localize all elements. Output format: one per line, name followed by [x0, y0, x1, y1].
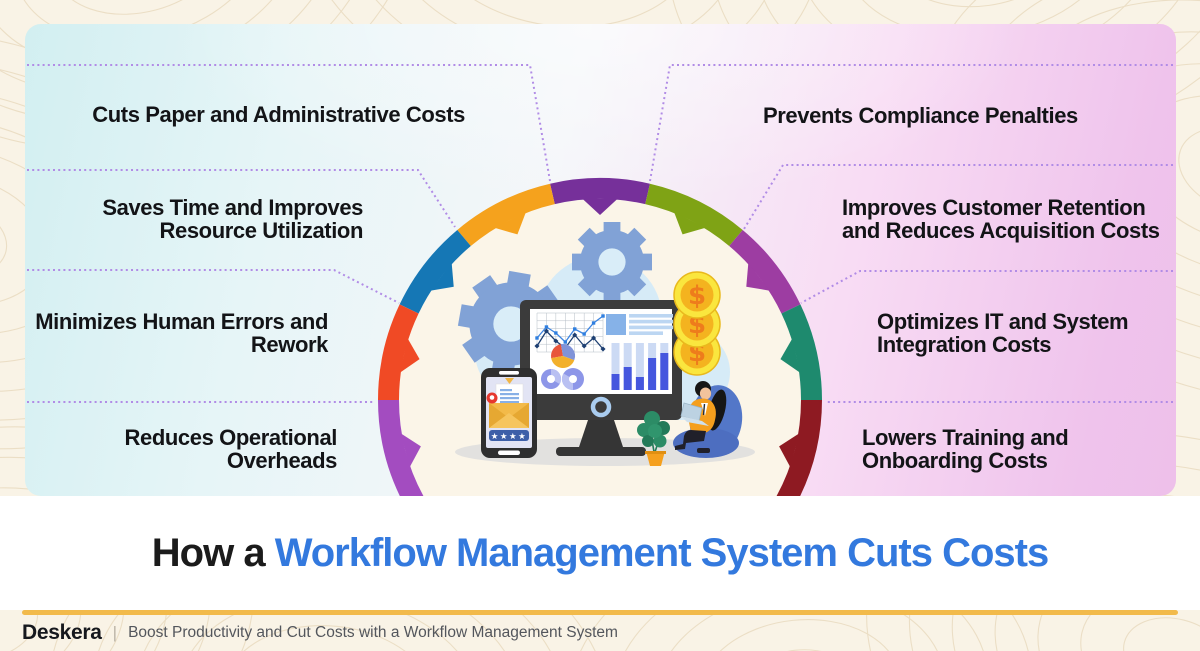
- monitor-logo-ring: [590, 396, 612, 418]
- deskera-logo: Deskera: [22, 621, 102, 644]
- ring-segment-blue: [399, 229, 471, 314]
- label-line: Rework: [250, 332, 328, 357]
- ring-segment-magenta: [729, 229, 801, 314]
- dotted-connector-4: [649, 64, 1173, 182]
- main-panel: $$$ ★★★★: [25, 24, 1176, 496]
- label-line: Lowers Training and: [862, 425, 1069, 450]
- coins-illustration: $$$: [673, 271, 721, 376]
- dotted-connector-0: [27, 64, 551, 182]
- ring-segment-dark-red: [776, 400, 822, 496]
- ring: [378, 178, 822, 496]
- ring-chevron-top-purple: [582, 198, 618, 215]
- ring-chevron-magenta: [746, 262, 770, 291]
- star-rating-icons: ★★★★: [491, 431, 527, 441]
- label-line: Integration Costs: [877, 332, 1052, 357]
- dollar-icon: $: [688, 281, 706, 311]
- label-line: Prevents Compliance Penalties: [763, 103, 1078, 128]
- dotted-connector-5: [743, 164, 1173, 230]
- ring-chevron-blue: [430, 262, 454, 291]
- label-line: Improves Customer Retention: [842, 195, 1146, 220]
- ring-chevron-olive-green: [674, 212, 706, 235]
- footer: Deskera | Boost Productivity and Cut Cos…: [22, 619, 1182, 647]
- ring-segment-olive-green: [645, 183, 743, 247]
- benefit-optimizes-it: Optimizes IT and System Integration Cost…: [877, 309, 1129, 357]
- dashboard-charts: [534, 312, 673, 391]
- ring-segment-teal-green: [781, 304, 822, 400]
- label-line: Optimizes IT and System: [877, 309, 1129, 334]
- footer-separator: |: [112, 623, 118, 642]
- ring-chevron-teal-green: [780, 338, 801, 373]
- benefit-saves-time: Saves Time and Improves Resource Utiliza…: [102, 196, 363, 242]
- ring-segment-light-purple: [378, 400, 424, 496]
- label-line: Reduces Operational: [124, 425, 338, 450]
- ring-chevron-dark-red: [779, 433, 800, 468]
- benefit-customer-retention: Improves Customer Retention and Reduces …: [842, 196, 1160, 242]
- diagram-scene: $$$ ★★★★: [27, 64, 1173, 496]
- benefit-cuts-paper: Cuts Paper and Administrative Costs: [92, 103, 465, 126]
- label-line: Resource Utilization: [159, 218, 364, 243]
- ring-segment-orange: [457, 183, 555, 247]
- ring-chevron-orange-red: [399, 338, 420, 373]
- dotted-connector-1: [27, 169, 456, 228]
- benefit-minimizes-errors: Minimizes Human Errors and Rework: [35, 310, 328, 356]
- label-line: and Reduces Acquisition Costs: [842, 218, 1160, 243]
- phone-illustration: ★★★★: [481, 368, 537, 458]
- title-highlight: Workflow Management System Cuts Costs: [274, 530, 1050, 575]
- page-title: How a Workflow Management System Cuts Co…: [151, 530, 1050, 576]
- ring-segment-orange-red: [378, 304, 419, 400]
- dotted-connector-2: [27, 269, 400, 304]
- footer-tagline: Boost Productivity and Cut Costs with a …: [128, 624, 618, 641]
- title-prefix: How a: [151, 530, 275, 575]
- ring-chevron-light-purple: [400, 433, 421, 468]
- label-line: Onboarding Costs: [862, 448, 1048, 473]
- benefit-prevents-penalties: Prevents Compliance Penalties: [763, 104, 1078, 127]
- workflow-illustration: $$$ ★★★★: [455, 222, 755, 466]
- yellow-divider: [22, 610, 1178, 615]
- label-line: Minimizes Human Errors and: [35, 309, 328, 334]
- plant-illustration: [637, 411, 670, 466]
- woman-illustration: [673, 381, 743, 458]
- ring-chevron-orange: [494, 212, 526, 235]
- label-line: Saves Time and Improves: [102, 195, 363, 220]
- label-line: Cuts Paper and Administrative Costs: [92, 102, 465, 127]
- label-line: Overheads: [226, 448, 338, 473]
- ring-segment-top-purple: [550, 178, 650, 205]
- dotted-connector-6: [800, 270, 1173, 304]
- dotted-connectors: [27, 64, 1173, 403]
- gear-icon-small: [572, 222, 652, 302]
- benefit-reduces-overheads: Reduces Operational Overheads: [124, 425, 338, 473]
- title-band: How a Workflow Management System Cuts Co…: [0, 496, 1200, 610]
- benefit-lowers-training: Lowers Training and Onboarding Costs: [862, 425, 1069, 473]
